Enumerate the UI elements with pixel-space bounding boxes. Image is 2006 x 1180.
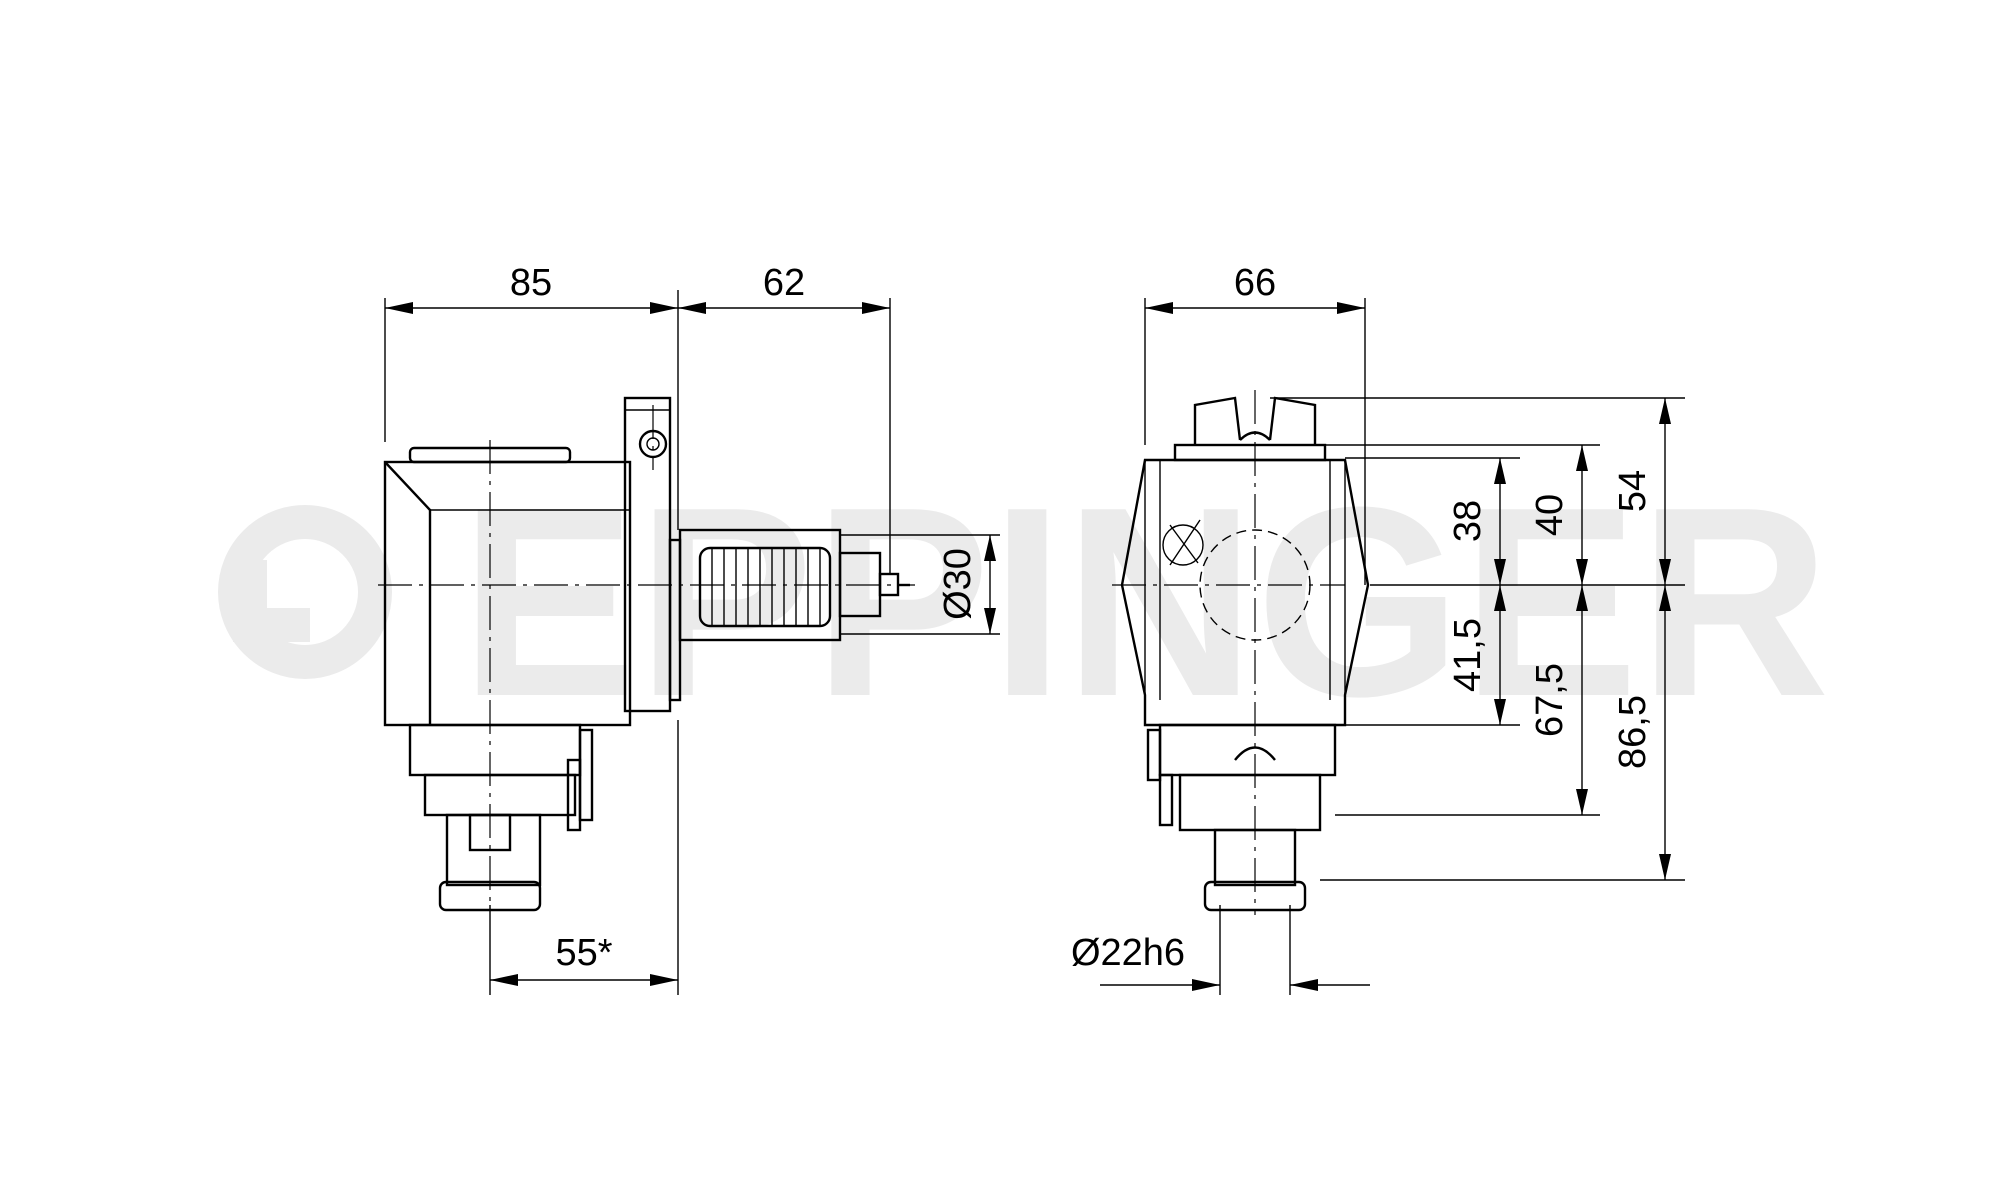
dim-62-label: 62 [763, 262, 805, 304]
dim-54-label: 54 [1612, 470, 1654, 512]
dim-41-5-label: 41,5 [1447, 618, 1489, 692]
dim-86-5: 86,5 [1612, 585, 1671, 880]
front-indicator-icon [1162, 519, 1204, 566]
side-view: 85 62 Ø30 55* [378, 262, 1000, 995]
dim-85: 85 [384, 262, 679, 530]
dim-66-label: 66 [1234, 262, 1276, 304]
watermark: EPPINGER [218, 452, 1830, 753]
dim-54: 54 [1612, 398, 1671, 585]
dim-diameter-22h6: Ø22h6 [1071, 905, 1370, 995]
dim-40: 40 [1529, 445, 1588, 585]
dim-55-label: 55* [555, 932, 612, 974]
side-spindle [678, 528, 910, 642]
dim-41-5: 41,5 [1447, 585, 1506, 725]
dim-86-5-label: 86,5 [1612, 695, 1654, 769]
dim-66: 66 [1144, 262, 1366, 585]
dim-diameter-22h6-label: Ø22h6 [1071, 932, 1185, 974]
dim-diameter-30: Ø30 [840, 534, 1000, 635]
dim-40-label: 40 [1529, 494, 1571, 536]
dim-85-label: 85 [510, 262, 552, 304]
front-view: 66 38 41,5 40 [1071, 262, 1685, 995]
dim-38-label: 38 [1447, 500, 1489, 542]
dim-67-5-label: 67,5 [1529, 663, 1571, 737]
dim-55: 55* [489, 720, 679, 995]
dim-67-5: 67,5 [1529, 585, 1588, 815]
dim-38: 38 [1447, 458, 1506, 585]
watermark-logo-icon [218, 505, 392, 679]
dim-diameter-30-label: Ø30 [937, 548, 979, 620]
collet-nut-icon [698, 546, 832, 628]
dim-62: 62 [678, 262, 891, 575]
